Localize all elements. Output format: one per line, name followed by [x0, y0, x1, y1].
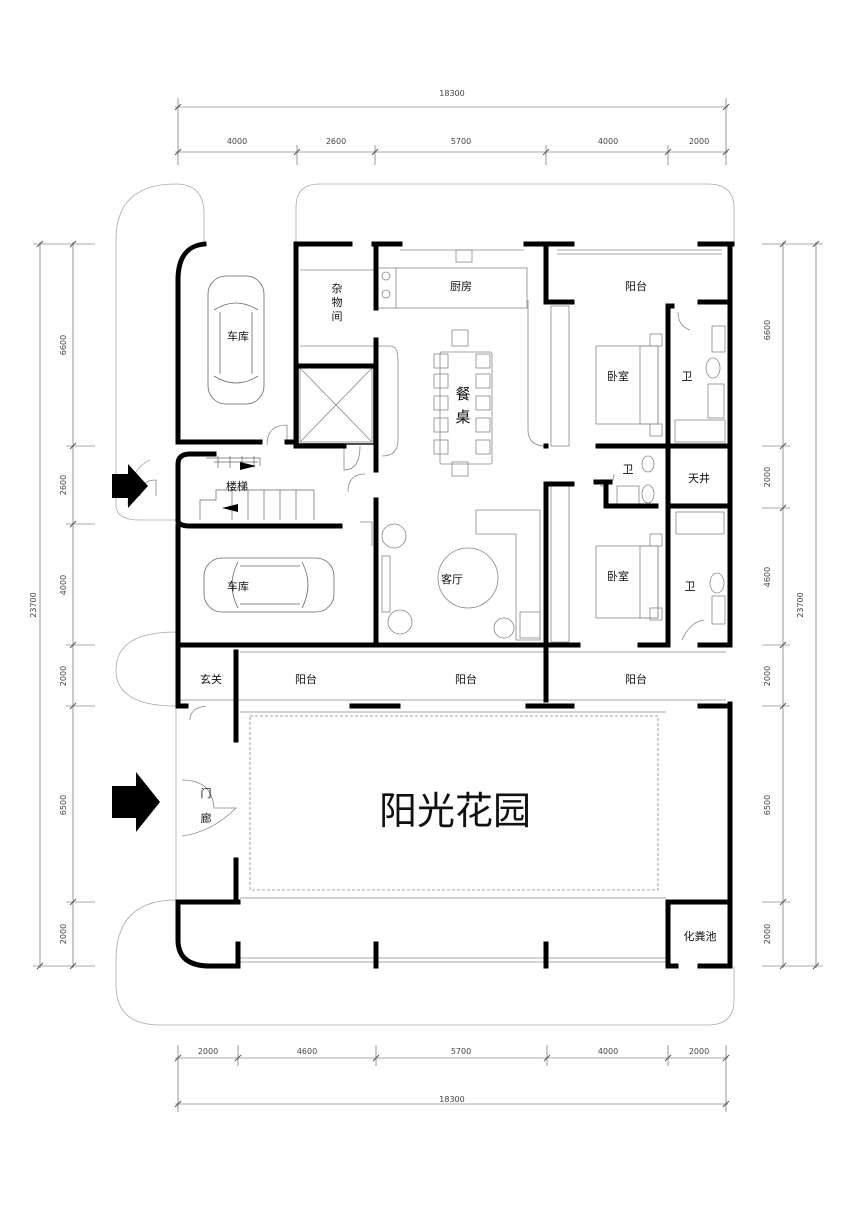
room-balcony-s2: 阳台 [455, 672, 477, 686]
dim-left-seg-2: 2600 [59, 475, 68, 495]
stair-arrow-down-icon [222, 504, 238, 512]
dim-bottom-seg-3: 5700 [451, 1047, 471, 1056]
walls [175, 241, 735, 969]
dim-right-total: 23700 [796, 592, 805, 617]
dim-top-seg-3: 5700 [451, 137, 471, 146]
room-living: 客厅 [441, 572, 463, 586]
room-porch-1: 门 [201, 786, 212, 800]
dim-left-seg-6: 2000 [59, 924, 68, 944]
interior-thin-lines [139, 249, 726, 963]
entry-arrow-icon-upper [112, 464, 148, 508]
room-storage-1: 杂 [332, 282, 343, 295]
dim-bottom-seg-2: 4600 [297, 1047, 317, 1056]
room-bath-2: 卫 [623, 463, 634, 476]
room-garage-top: 车库 [227, 329, 249, 343]
dim-right-seg-2: 2000 [763, 467, 772, 487]
room-garage-bottom: 车库 [227, 579, 249, 593]
room-balcony-s3: 阳台 [625, 672, 647, 686]
room-storage-3: 间 [332, 310, 343, 323]
dim-bottom-seg-4: 4000 [598, 1047, 618, 1056]
room-bath-3: 卫 [685, 580, 696, 593]
entry-arrow-icon-lower [112, 772, 160, 832]
dim-top-seg-1: 4000 [227, 137, 247, 146]
dim-top-total: 18300 [439, 89, 464, 98]
dim-bottom-total: 18300 [439, 1095, 464, 1104]
dim-right-seg-1: 6600 [763, 320, 772, 340]
dim-left-seg-5: 6500 [59, 795, 68, 815]
staircase [199, 456, 315, 520]
dim-top-seg-4: 4000 [598, 137, 618, 146]
room-storage-2: 物 [332, 295, 343, 309]
dim-right-seg-5: 6500 [763, 795, 772, 815]
room-dining-2: 桌 [455, 408, 470, 426]
dim-right-seg-6: 2000 [763, 924, 772, 944]
car-icon-bottom [203, 557, 335, 613]
room-lightwell: 天井 [688, 471, 710, 485]
dim-left-seg-3: 4000 [59, 575, 68, 595]
dim-right-seg-4: 2000 [763, 666, 772, 686]
room-garden: 阳光花园 [379, 789, 531, 833]
room-bath-1: 卫 [682, 370, 693, 383]
dim-top-seg-2: 2600 [326, 137, 346, 146]
dim-left-total: 23700 [29, 592, 38, 617]
dim-right-seg-3: 4600 [763, 567, 772, 587]
dim-top-seg-5: 2000 [689, 137, 709, 146]
dimension-lines [33, 98, 823, 1112]
room-dining-1: 餐 [455, 385, 470, 403]
car-icon-top [207, 275, 265, 405]
room-balcony-ne: 阳台 [625, 279, 647, 293]
dim-bottom-seg-5: 2000 [689, 1047, 709, 1056]
dimension-text: 18300 4000 2600 5700 4000 2000 2000 4600… [29, 89, 805, 1104]
room-foyer: 玄关 [200, 672, 222, 686]
room-kitchen: 厨房 [450, 280, 472, 293]
room-septic: 化粪池 [684, 929, 717, 943]
room-labels: 车库 杂 物 间 厨房 阳台 餐 桌 卧室 卫 楼梯 卫 天井 车库 客厅 卧室… [200, 279, 717, 943]
room-bedroom-1: 卧室 [607, 369, 629, 383]
stair-arrow-up-icon [240, 462, 256, 470]
room-bedroom-2: 卧室 [607, 569, 629, 583]
room-stairs: 楼梯 [226, 479, 248, 493]
dim-left-seg-4: 2000 [59, 666, 68, 686]
room-porch-2: 廊 [201, 811, 212, 825]
room-balcony-s1: 阳台 [295, 672, 317, 686]
dim-bottom-seg-1: 2000 [198, 1047, 218, 1056]
site-outline [115, 183, 735, 1026]
dim-left-seg-1: 6600 [59, 335, 68, 355]
